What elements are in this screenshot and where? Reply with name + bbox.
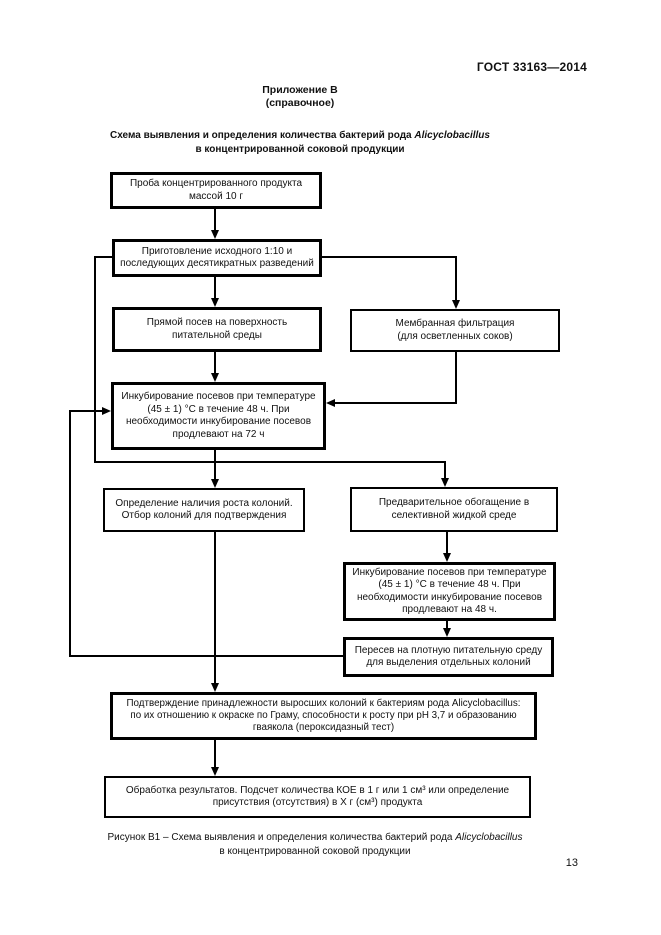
figure-title-line1: Схема выявления и определения количества… [0,129,600,143]
arrowhead-down-icon [211,298,219,307]
flow-line-loop-bottom [69,655,343,657]
arrowhead-down-icon [211,373,219,382]
box-subculture: Пересев на плотную питательную среду для… [343,637,554,677]
document-number: ГОСТ 33163—2014 [476,60,587,74]
flow-line-dilutions-to-plating [214,277,216,298]
figure-title-line2: в концентрированной соковой продукции [195,143,405,155]
box-sample: Проба концентрированного продукта массой… [110,172,322,209]
figure-title-genus-name: Alicyclobacillus [414,130,490,141]
arrowhead-down-icon [443,628,451,637]
box-incubation-48h: Инкубирование посевов при температуре (4… [343,562,556,621]
flow-line-filtration-to-incubation-v [455,352,457,403]
arrowhead-right-icon [102,407,111,415]
figure-caption-text: Рисунок В1 – Схема выявления и определен… [107,832,456,843]
flow-line-confirmation-to-results [214,740,216,767]
appendix-label: Приложение В [262,84,338,96]
flow-line-loop-top [69,410,102,412]
flow-line-dilutions-to-filtration-v [455,256,457,300]
figure-title-text: Схема выявления и определения количества… [110,130,415,141]
figure-caption: Рисунок В1 – Схема выявления и определен… [10,831,620,858]
figure-caption-line2: в концентрированной соковой продукции [219,845,411,857]
box-confirmation: Подтверждение принадлежности выросших ко… [110,692,537,740]
arrowhead-down-icon [211,683,219,692]
flow-line-filtration-to-incubation-h [335,402,457,404]
flow-line-plating-to-incubation [214,352,216,373]
flow-line-left-rail [94,256,96,463]
appendix-type: (справочное) [265,97,335,109]
arrowhead-left-icon [326,399,335,407]
flow-line-split-bus [94,461,446,463]
flow-line-incubation48-to-subculture [446,621,448,628]
arrowhead-down-icon [211,479,219,488]
flow-line-bus-to-enrichment [444,461,446,478]
appendix-heading: Приложение В (справочное) [0,84,600,110]
box-incubation-72h: Инкубирование посевов при температуре (4… [111,382,326,450]
figure-caption-line1: Рисунок В1 – Схема выявления и определен… [10,831,620,845]
figure-title: Схема выявления и определения количества… [0,129,600,156]
arrowhead-down-icon [211,767,219,776]
flow-line-sample-to-dilutions [214,209,216,230]
box-membrane-filtration: Мембранная фильтрация (для осветленных с… [350,309,560,352]
arrowhead-down-icon [441,478,449,487]
box-dilutions: Приготовление исходного 1:10 и последующ… [112,239,322,277]
flow-line-dilutions-to-filtration-h [322,256,457,258]
arrowhead-down-icon [443,553,451,562]
flow-line-incubation-to-check [214,450,216,479]
box-results: Обработка результатов. Подсчет количеств… [104,776,531,818]
flow-line-check-to-confirmation [214,532,216,683]
figure-caption-genus-name: Alicyclobacillus [455,832,523,843]
flow-line-enrichment-to-incubation48 [446,532,448,553]
box-selective-enrichment: Предварительное обогащение в селективной… [350,487,558,532]
flow-line-loop-rail [69,410,71,657]
page-number: 13 [565,857,578,869]
arrowhead-down-icon [211,230,219,239]
box-direct-plating: Прямой посев на поверхность питательной … [112,307,322,352]
flow-line-dilutions-left-elbow [94,256,112,258]
arrowhead-down-icon [452,300,460,309]
box-colony-growth-check: Определение наличия роста колоний. Отбор… [103,488,305,532]
